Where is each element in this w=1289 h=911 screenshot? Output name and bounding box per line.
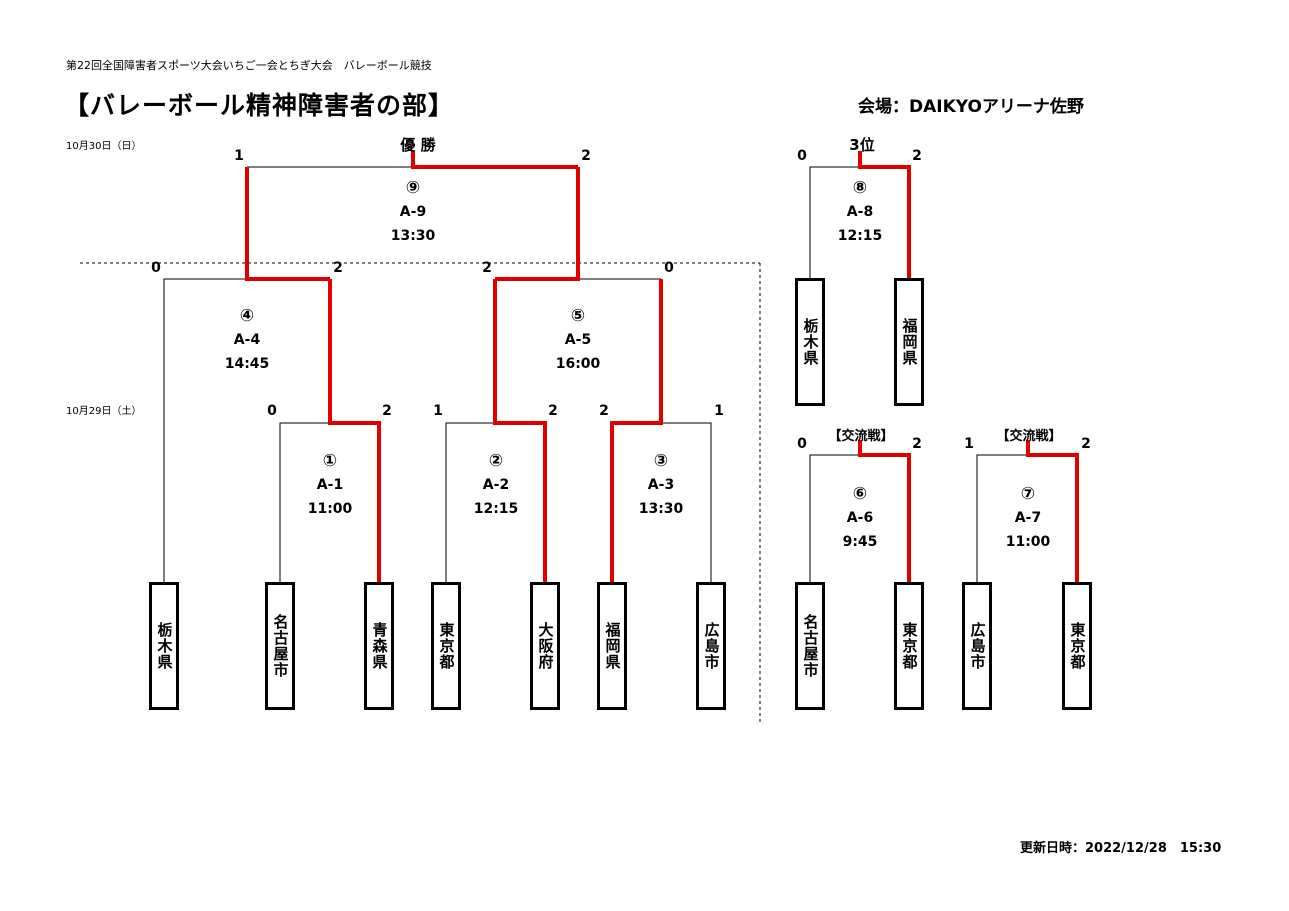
score-m6-left: 0 bbox=[797, 436, 807, 452]
team-name: 名古屋市 bbox=[271, 614, 290, 678]
match-4-info: ④ A-4 14:45 bbox=[225, 306, 270, 372]
team-box-nagoya-ex: 名古屋市 bbox=[795, 582, 825, 710]
team-name: 青森県 bbox=[370, 622, 389, 670]
team-name: 福岡県 bbox=[603, 622, 622, 670]
team-name: 栃木県 bbox=[155, 622, 174, 670]
score-m9-left: 1 bbox=[234, 148, 244, 164]
team-name: 広島市 bbox=[702, 622, 721, 670]
score-m3-left: 2 bbox=[599, 403, 609, 419]
score-m8-left: 0 bbox=[797, 148, 807, 164]
match-1-info: ① A-1 11:00 bbox=[308, 451, 353, 517]
team-name: 福岡県 bbox=[900, 318, 919, 366]
match-3-number: ③ bbox=[653, 451, 669, 471]
match-6-time: 9:45 bbox=[842, 534, 878, 550]
match-5-number: ⑤ bbox=[570, 306, 586, 326]
team-box-tochigi-3rd: 栃木県 bbox=[795, 278, 825, 406]
team-box-aomori: 青森県 bbox=[364, 582, 394, 710]
score-m7-left: 1 bbox=[964, 436, 974, 452]
match-2-code: A-2 bbox=[482, 477, 510, 493]
match-3-time: 13:30 bbox=[638, 501, 684, 517]
match-6-info: ⑥ A-6 9:45 bbox=[843, 484, 878, 550]
team-box-fukuoka: 福岡県 bbox=[597, 582, 627, 710]
date-day2: 10月30日（日） bbox=[66, 141, 142, 152]
score-m1-left: 0 bbox=[267, 403, 277, 419]
team-name: 名古屋市 bbox=[801, 614, 820, 678]
match-4-time: 14:45 bbox=[224, 356, 270, 372]
match-5-code: A-5 bbox=[564, 332, 592, 348]
score-m4-right: 2 bbox=[333, 260, 343, 276]
exchange-label-7: 【交流戦】 bbox=[996, 429, 1062, 444]
score-m5-left: 2 bbox=[482, 260, 492, 276]
updated-timestamp: 更新日時：2022/12/28 15:30 bbox=[1020, 841, 1222, 856]
match-2-info: ② A-2 12:15 bbox=[474, 451, 519, 517]
match-1-number: ① bbox=[322, 451, 338, 471]
match-2-number: ② bbox=[488, 451, 504, 471]
match-5-info: ⑤ A-5 16:00 bbox=[556, 306, 601, 372]
score-m2-right: 2 bbox=[548, 403, 558, 419]
venue: 会場：DAIKYOアリーナ佐野 bbox=[858, 97, 1084, 117]
team-box-osaka: 大阪府 bbox=[530, 582, 560, 710]
match-6-number: ⑥ bbox=[852, 484, 868, 504]
match-9-code: A-9 bbox=[399, 204, 427, 220]
match-9-info: ⑨ A-9 13:30 bbox=[391, 178, 436, 244]
team-box-tokyo: 東京都 bbox=[431, 582, 461, 710]
match-4-code: A-4 bbox=[233, 332, 261, 348]
score-m7-right: 2 bbox=[1081, 436, 1091, 452]
winner-lines bbox=[245, 151, 1079, 582]
match-6-code: A-6 bbox=[846, 510, 874, 526]
team-name: 東京都 bbox=[1068, 622, 1087, 670]
match-8-time: 12:15 bbox=[837, 228, 883, 244]
team-name: 大阪府 bbox=[536, 622, 555, 670]
divider-lines bbox=[80, 262, 761, 722]
team-name: 栃木県 bbox=[801, 318, 820, 366]
match-9-number: ⑨ bbox=[405, 178, 421, 198]
team-name: 広島市 bbox=[968, 622, 987, 670]
score-m6-right: 2 bbox=[912, 436, 922, 452]
match-4-number: ④ bbox=[239, 306, 255, 326]
match-7-code: A-7 bbox=[1014, 510, 1042, 526]
team-box-hiroshima: 広島市 bbox=[696, 582, 726, 710]
team-name: 東京都 bbox=[437, 622, 456, 670]
match-1-code: A-1 bbox=[316, 477, 344, 493]
event-name: 第22回全国障害者スポーツ大会いちご一会とちぎ大会 バレーボール競技 bbox=[66, 59, 432, 72]
date-day1: 10月29日（土） bbox=[66, 406, 142, 417]
match-7-info: ⑦ A-7 11:00 bbox=[1006, 484, 1051, 550]
match-8-code: A-8 bbox=[846, 204, 874, 220]
team-box-tokyo-ex6: 東京都 bbox=[894, 582, 924, 710]
team-box-nagoya: 名古屋市 bbox=[265, 582, 295, 710]
final-label: 優 勝 bbox=[400, 136, 436, 154]
match-8-number: ⑧ bbox=[852, 178, 868, 198]
score-m3-right: 1 bbox=[714, 403, 724, 419]
team-box-tochigi: 栃木県 bbox=[149, 582, 179, 710]
score-m9-right: 2 bbox=[581, 148, 591, 164]
team-name: 東京都 bbox=[900, 622, 919, 670]
match-5-time: 16:00 bbox=[555, 356, 601, 372]
score-m5-right: 0 bbox=[664, 260, 674, 276]
score-m1-right: 2 bbox=[382, 403, 392, 419]
match-3-code: A-3 bbox=[647, 477, 675, 493]
third-place-label: 3位 bbox=[849, 136, 875, 154]
team-box-tokyo-ex7: 東京都 bbox=[1062, 582, 1092, 710]
match-8-info: ⑧ A-8 12:15 bbox=[838, 178, 883, 244]
match-1-time: 11:00 bbox=[307, 501, 353, 517]
score-m8-right: 2 bbox=[912, 148, 922, 164]
score-m2-left: 1 bbox=[433, 403, 443, 419]
match-7-time: 11:00 bbox=[1005, 534, 1051, 550]
match-9-time: 13:30 bbox=[390, 228, 436, 244]
team-box-hiroshima-ex: 広島市 bbox=[962, 582, 992, 710]
match-3-info: ③ A-3 13:30 bbox=[639, 451, 684, 517]
page-title: 【バレーボール精神障害者の部】 bbox=[64, 91, 455, 120]
score-m4-left: 0 bbox=[151, 260, 161, 276]
match-7-number: ⑦ bbox=[1020, 484, 1036, 504]
exchange-label-6: 【交流戦】 bbox=[828, 429, 894, 444]
match-2-time: 12:15 bbox=[473, 501, 519, 517]
team-box-fukuoka-3rd: 福岡県 bbox=[894, 278, 924, 406]
